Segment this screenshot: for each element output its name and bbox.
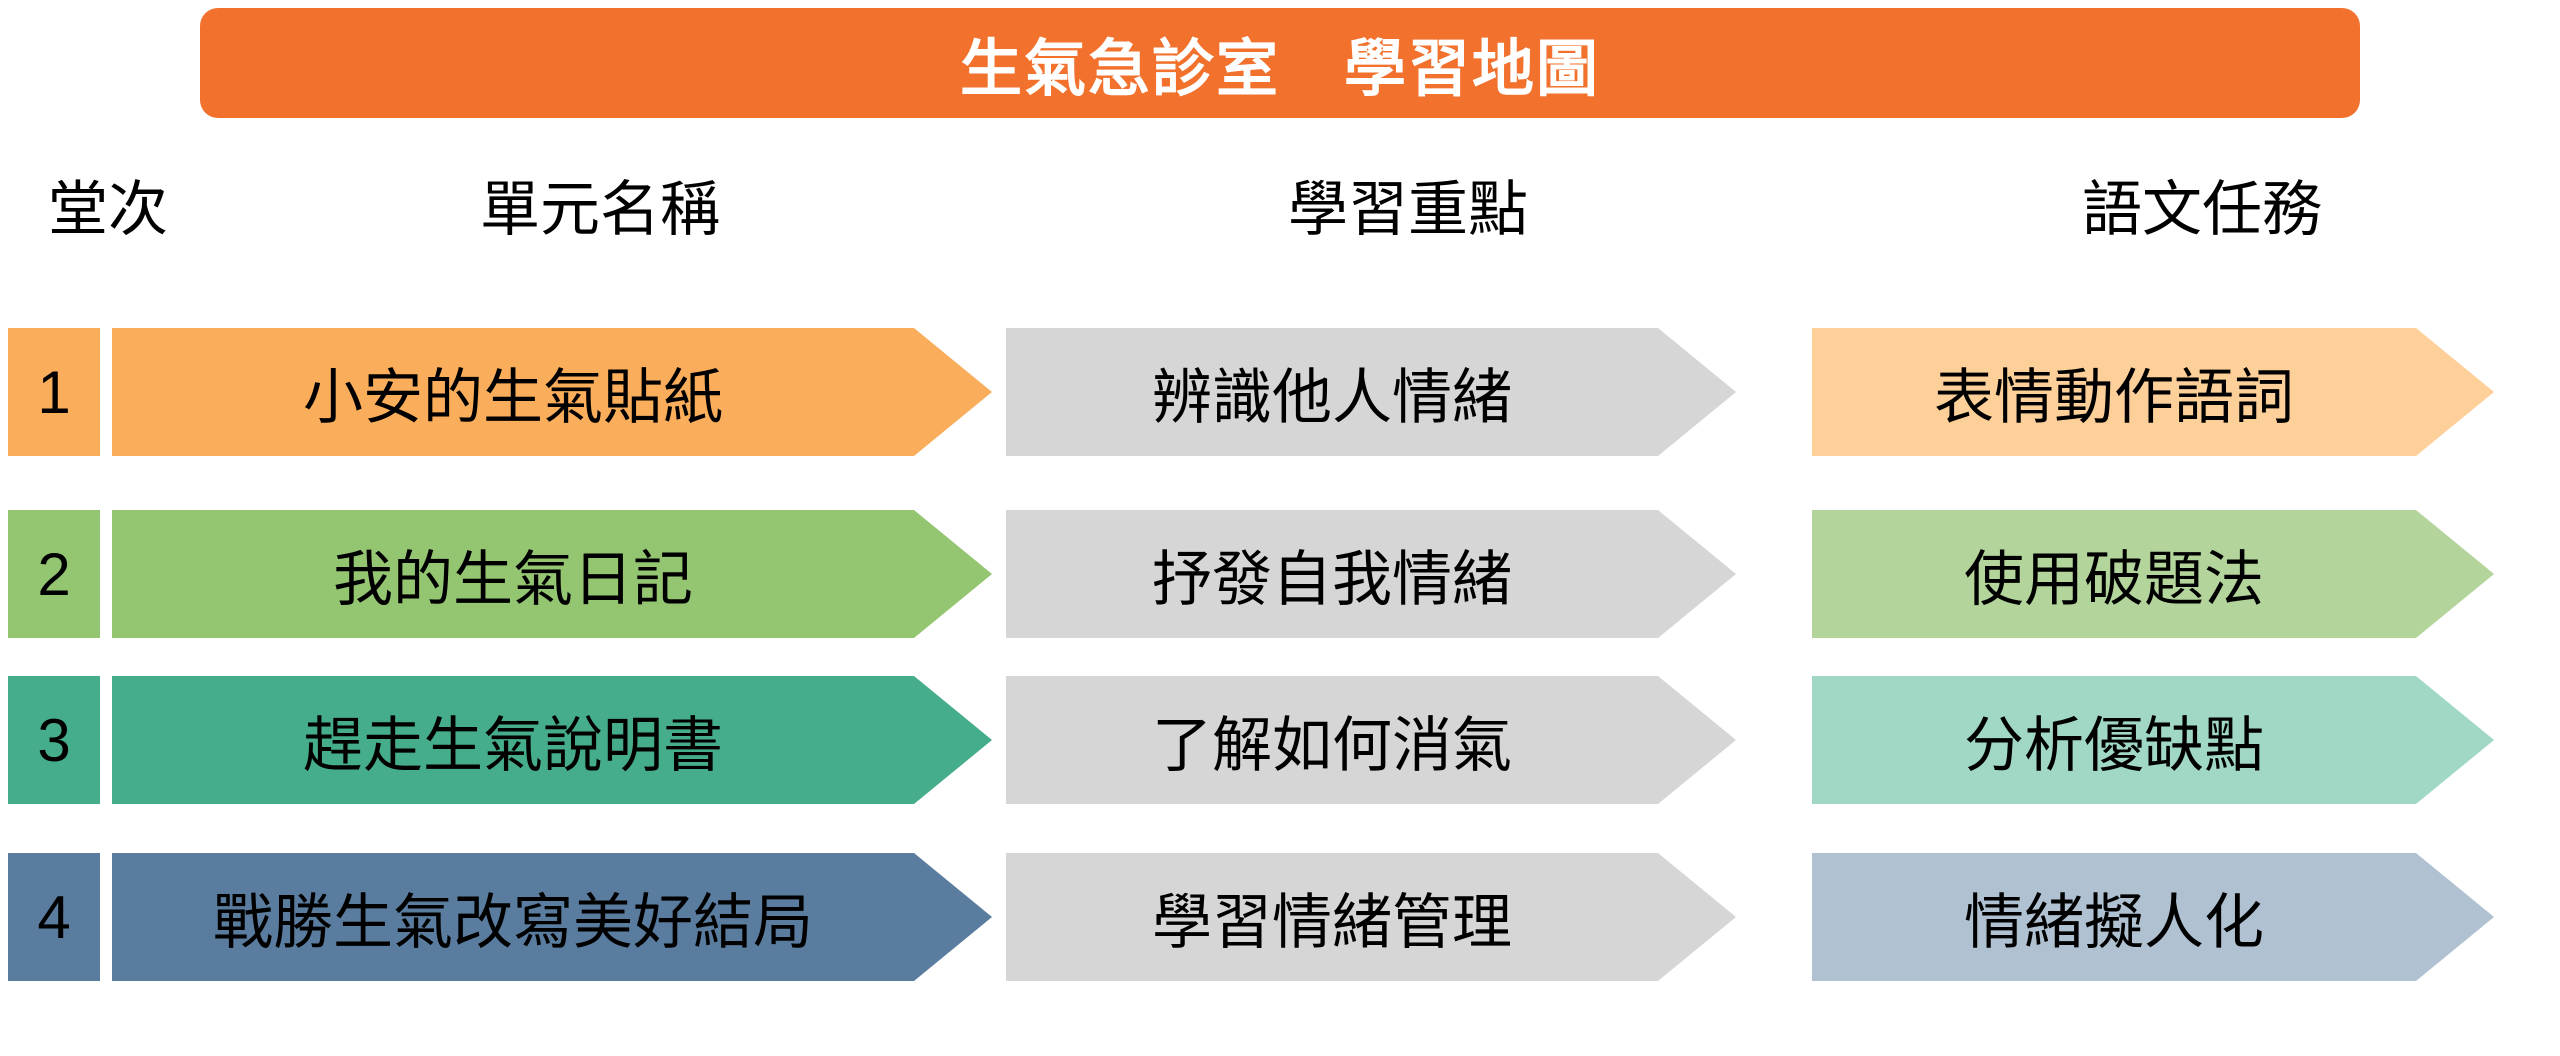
language-task-arrow: 使用破題法 [1812, 510, 2494, 638]
unit-name-label: 我的生氣日記 [333, 545, 693, 613]
learning-focus-arrow: 了解如何消氣 [1006, 676, 1736, 804]
lesson-row-3: 3 趕走生氣說明書 了解如何消氣 分析優缺點 [0, 676, 2560, 804]
language-task-label: 使用破題法 [1964, 545, 2264, 613]
lesson-row-2: 2 我的生氣日記 抒發自我情緒 使用破題法 [0, 510, 2560, 638]
learning-focus-arrow: 辨識他人情緒 [1006, 328, 1736, 456]
language-task-label: 表情動作語詞 [1934, 363, 2294, 431]
learning-focus-label: 了解如何消氣 [1152, 711, 1512, 779]
column-header-unit: 單元名稱 [480, 175, 720, 243]
column-header-task: 語文任務 [2082, 175, 2322, 243]
unit-name-label: 小安的生氣貼紙 [303, 363, 723, 431]
learning-focus-label: 辨識他人情緒 [1152, 363, 1512, 431]
session-number-badge: 3 [8, 676, 100, 804]
learning-focus-arrow: 學習情緒管理 [1006, 853, 1736, 981]
unit-name-arrow: 我的生氣日記 [112, 510, 992, 638]
learning-focus-arrow: 抒發自我情緒 [1006, 510, 1736, 638]
language-task-label: 情緒擬人化 [1964, 888, 2264, 956]
lesson-row-4: 4 戰勝生氣改寫美好結局 學習情緒管理 情緒擬人化 [0, 853, 2560, 981]
session-number-badge: 1 [8, 328, 100, 456]
title-banner: 生氣急診室 學習地圖 [200, 8, 2360, 118]
column-header-session: 堂次 [48, 175, 168, 243]
session-number-badge: 4 [8, 853, 100, 981]
session-number-badge: 2 [8, 510, 100, 638]
unit-name-arrow: 趕走生氣說明書 [112, 676, 992, 804]
language-task-arrow: 分析優缺點 [1812, 676, 2494, 804]
learning-focus-label: 抒發自我情緒 [1152, 545, 1512, 613]
lesson-row-1: 1 小安的生氣貼紙 辨識他人情緒 表情動作語詞 [0, 328, 2560, 456]
language-task-arrow: 情緒擬人化 [1812, 853, 2494, 981]
learning-focus-label: 學習情緒管理 [1152, 888, 1512, 956]
page-title: 生氣急診室 學習地圖 [959, 35, 1600, 104]
unit-name-arrow: 小安的生氣貼紙 [112, 328, 992, 456]
column-header-focus: 學習重點 [1288, 175, 1528, 243]
language-task-arrow: 表情動作語詞 [1812, 328, 2494, 456]
unit-name-label: 戰勝生氣改寫美好結局 [213, 888, 813, 956]
language-task-label: 分析優缺點 [1964, 711, 2264, 779]
unit-name-label: 趕走生氣說明書 [303, 711, 723, 779]
unit-name-arrow: 戰勝生氣改寫美好結局 [112, 853, 992, 981]
